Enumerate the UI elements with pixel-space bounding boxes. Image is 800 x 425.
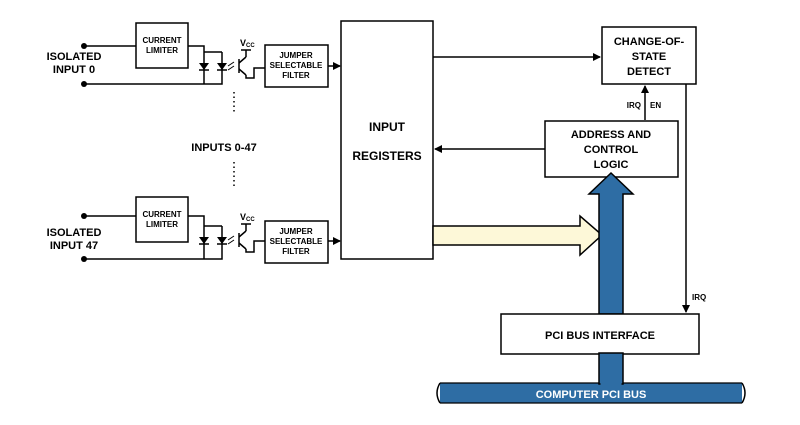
phototransistor-icon xyxy=(238,223,265,253)
input-0-label-line1: ISOLATED xyxy=(47,51,102,63)
cos-label-line1: CHANGE-OF- xyxy=(614,36,685,48)
current-limiter-0 xyxy=(135,22,189,69)
led-icon xyxy=(217,235,235,245)
computer-pci-bus-label: COMPUTER PCI BUS xyxy=(536,389,647,401)
input-47-label-line1: ISOLATED xyxy=(47,227,102,239)
data-arrow xyxy=(432,214,604,257)
inputs-range-label: INPUTS 0-47 xyxy=(191,142,256,154)
current-limiter-47 xyxy=(135,196,189,243)
irq-label: IRQ xyxy=(692,293,706,302)
address-control-block xyxy=(544,120,679,178)
cos-label-line2: STATE xyxy=(632,51,666,63)
phototransistor-icon xyxy=(238,49,265,79)
input-registers-block xyxy=(340,20,434,260)
current-limiter-label-line2: LIMITER xyxy=(146,46,178,55)
address-control-label-line1: ADDRESS AND xyxy=(571,129,651,141)
input-channel-47: ISOLATED INPUT 47 CURRENT LIMITER VCC JU… xyxy=(47,196,341,264)
computer-pci-bus xyxy=(440,383,742,403)
input-registers-label-line2: REGISTERS xyxy=(352,149,421,163)
vcc-label: VCC xyxy=(240,38,255,49)
diode-icon xyxy=(199,63,209,71)
address-control-label-line3: LOGIC xyxy=(594,159,629,171)
pci-bus-stub xyxy=(598,352,624,385)
irq-en-label-a: IRQ xyxy=(627,101,641,110)
led-icon xyxy=(217,61,235,71)
address-control-label-line2: CONTROL xyxy=(584,144,639,156)
jumper-filter-label-line2: SELECTABLE xyxy=(270,61,323,70)
input-47-label-line2: INPUT 47 xyxy=(50,240,98,252)
jumper-filter-0 xyxy=(264,44,329,88)
cos-label-line3: DETECT xyxy=(627,66,671,78)
change-of-state-block xyxy=(601,26,697,85)
current-limiter-label-line1: CURRENT xyxy=(142,210,181,219)
pci-interface-block xyxy=(500,313,700,355)
jumper-filter-label-line2: SELECTABLE xyxy=(270,237,323,246)
jumper-filter-label-line3: FILTER xyxy=(282,71,310,80)
pci-interface-label: PCI BUS INTERFACE xyxy=(545,330,655,342)
input-channel-0: ISOLATED INPUT 0 CURRENT LIMITER VCC JUM… xyxy=(47,22,341,88)
pci-bus-up-arrow xyxy=(587,171,635,315)
irq-en-label-b: EN xyxy=(650,101,661,110)
jumper-filter-label-line1: JUMPER xyxy=(279,51,313,60)
jumper-filter-47 xyxy=(264,220,329,264)
current-limiter-label-line2: LIMITER xyxy=(146,220,178,229)
input-registers-label-line1: INPUT xyxy=(369,120,406,134)
vcc-label: VCC xyxy=(240,212,255,223)
diode-icon xyxy=(199,237,209,245)
input-0-label-line2: INPUT 0 xyxy=(53,64,95,76)
jumper-filter-label-line3: FILTER xyxy=(282,247,310,256)
current-limiter-label-line1: CURRENT xyxy=(142,36,181,45)
jumper-filter-label-line1: JUMPER xyxy=(279,227,313,236)
